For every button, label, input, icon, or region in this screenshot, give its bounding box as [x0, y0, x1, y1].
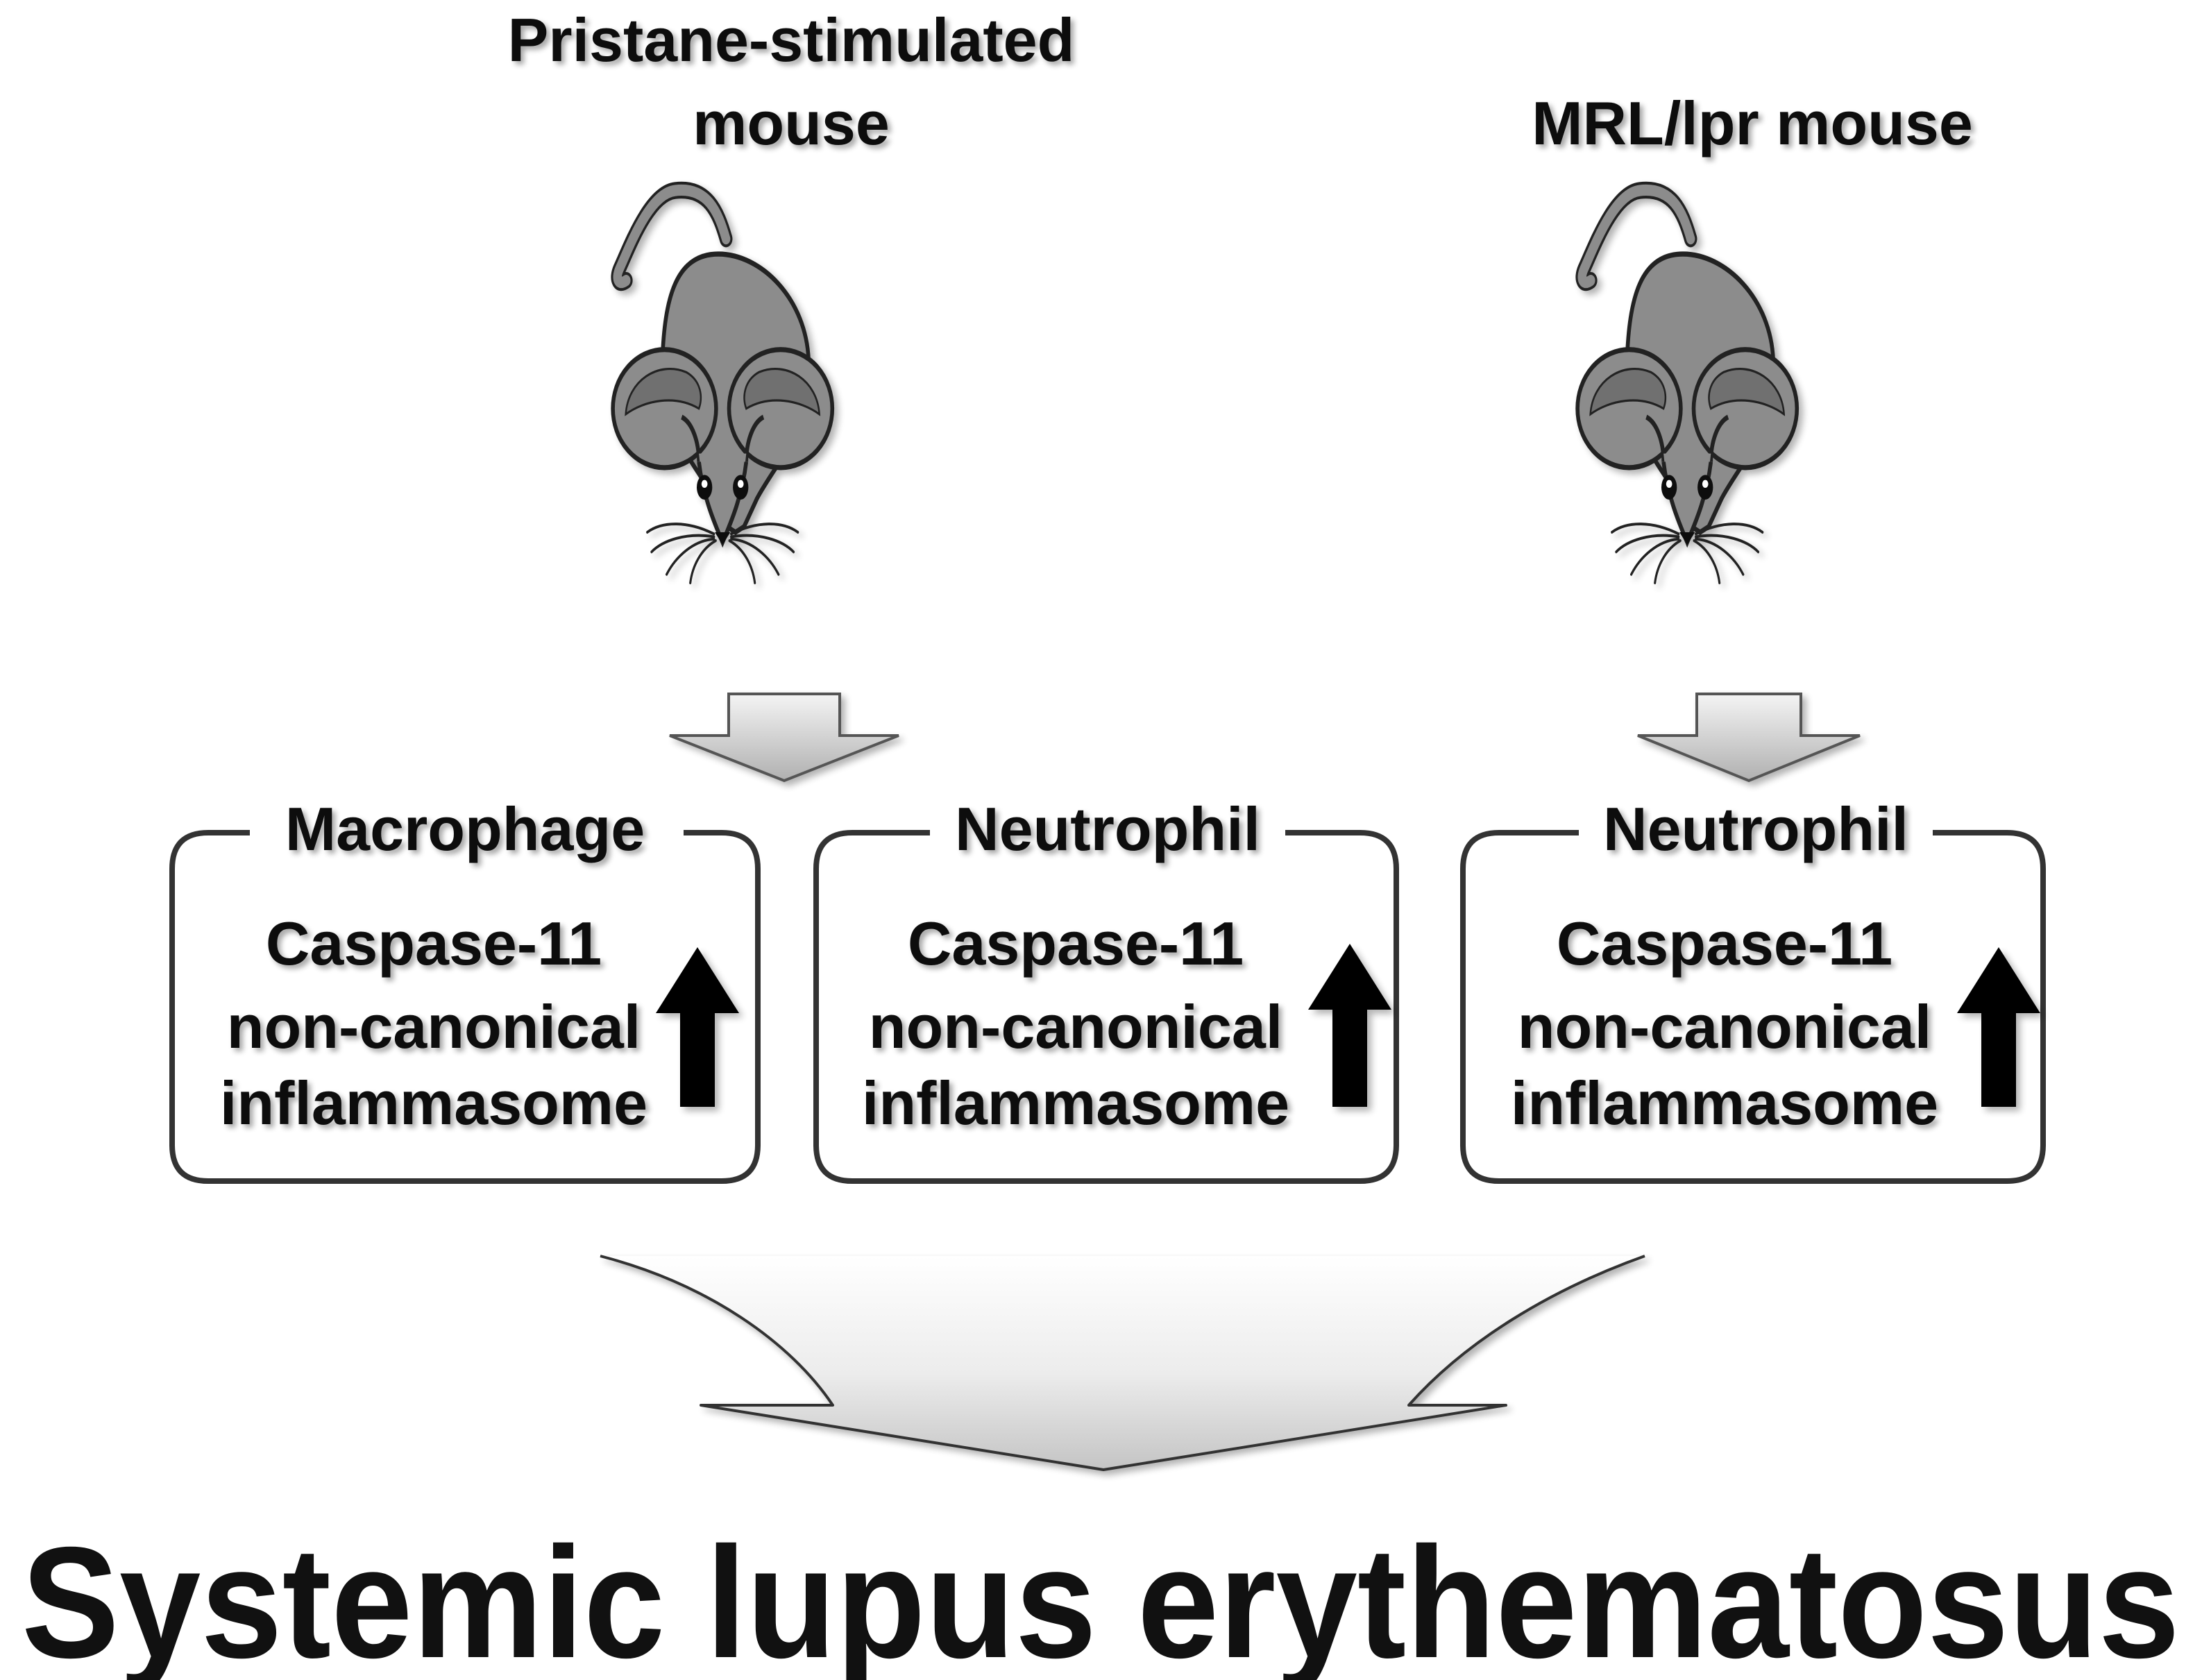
pristane-neutrophil-box-header: Neutrophil	[955, 795, 1260, 863]
pristane-down-arrow	[669, 693, 899, 783]
pristane-neutrophil-body-line-3: inflammasome	[862, 1069, 1289, 1137]
pristane-mouse-icon	[613, 190, 832, 583]
pristane-mouse-title: Pristane-stimulated mouse	[508, 6, 1075, 158]
pristane-neutrophil-body-line-2: non-canonical	[869, 992, 1283, 1061]
macrophage-body-line-1: Caspase-11	[266, 909, 602, 978]
mrl-lpr-mouse-icon	[1577, 190, 1797, 583]
mrl-lpr-down-arrow	[1637, 693, 1861, 783]
pristane-neutrophil-up-arrow-icon	[1308, 944, 1391, 1107]
mrl-lpr-title: MRL/lpr mouse	[1532, 89, 1973, 158]
pristane-neutrophil-box: Neutrophil Caspase-11 non-canonical infl…	[813, 795, 1399, 1184]
mrl-lpr-neutrophil-box-header: Neutrophil	[1603, 795, 1908, 863]
mrl-lpr-mouse-title: MRL/lpr mouse	[1532, 89, 1973, 158]
mrl-lpr-neutrophil-body-line-1: Caspase-11	[1557, 909, 1892, 978]
outcome-title: Systemic lupus erythematosus	[22, 1515, 2180, 1680]
mrl-lpr-neutrophil-up-arrow-icon	[1957, 947, 2040, 1107]
macrophage-box-header: Macrophage	[285, 795, 645, 863]
mrl-lpr-neutrophil-body-line-3: inflammasome	[1511, 1069, 1938, 1137]
pristane-title-line-1: Pristane-stimulated	[508, 6, 1075, 74]
macrophage-body-line-3: inflammasome	[220, 1069, 647, 1137]
mrl-lpr-neutrophil-box: Neutrophil Caspase-11 non-canonical infl…	[1460, 795, 2046, 1184]
mrl-lpr-neutrophil-body-line-2: non-canonical	[1518, 992, 1932, 1061]
converging-arrow	[600, 1255, 1645, 1471]
pristane-neutrophil-body-line-1: Caspase-11	[908, 909, 1244, 978]
pristane-title-line-2: mouse	[693, 89, 890, 158]
macrophage-box: Macrophage Caspase-11 non-canonical infl…	[169, 795, 761, 1184]
macrophage-body-line-2: non-canonical	[227, 992, 641, 1061]
macrophage-up-arrow-icon	[656, 947, 739, 1107]
